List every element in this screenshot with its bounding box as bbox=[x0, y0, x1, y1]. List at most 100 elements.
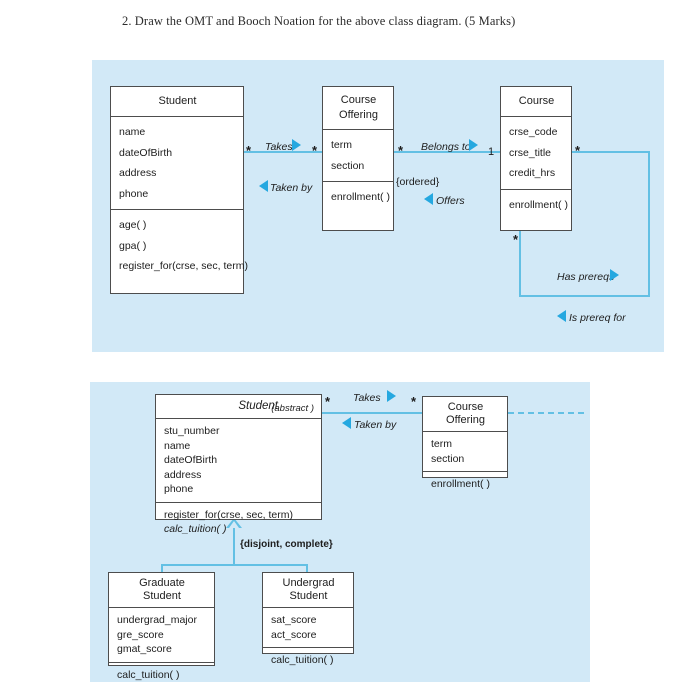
booch-mult-student: * bbox=[325, 394, 331, 409]
omt-class-course[interactable]: Course crse_code crse_title credit_hrs e… bbox=[500, 86, 572, 231]
omt-offering-attributes: term section bbox=[323, 129, 393, 181]
operation-row: gpa( ) bbox=[119, 239, 147, 252]
arrow-right-icon bbox=[292, 139, 301, 151]
omt-label-is-prereq-for: Is prereq for bbox=[569, 312, 626, 324]
omt-class-student[interactable]: Student name dateOfBirth address phone a… bbox=[110, 86, 248, 294]
booch-grad-name-line1: Graduate bbox=[139, 577, 185, 589]
arrow-left-icon bbox=[342, 417, 351, 429]
omt-student-operations: age( ) gpa( ) register_for(crse, sec, te… bbox=[111, 209, 248, 282]
omt-mult-student: * bbox=[246, 143, 252, 158]
arrow-right-icon bbox=[387, 390, 396, 402]
booch-label-taken-by: Taken by bbox=[354, 419, 397, 431]
booch-class-graduate-student[interactable]: Graduate Student undergrad_major gre_sco… bbox=[108, 572, 215, 681]
omt-course-name: Course bbox=[518, 95, 555, 107]
booch-ug-attributes: sat_score act_score bbox=[263, 607, 353, 647]
booch-offering-name-line2: Offering bbox=[446, 414, 485, 426]
omt-label-takes: Takes bbox=[265, 141, 293, 153]
connector-student-offering bbox=[243, 151, 323, 153]
booch-grad-name-line2: Student bbox=[143, 590, 181, 602]
omt-offering-name-line2: Offering bbox=[339, 109, 378, 121]
booch-class-undergrad-student[interactable]: Undergrad Student sat_score act_score ca… bbox=[262, 572, 354, 666]
operation-row: register_for(crse, sec, term) bbox=[164, 508, 293, 521]
operation-row: enrollment( ) bbox=[509, 198, 568, 211]
connector-generalization-bar bbox=[161, 564, 308, 566]
booch-class-course-offering[interactable]: Course Offering term section enrollment(… bbox=[422, 396, 508, 490]
booch-generalization-constraint: {disjoint, complete} bbox=[240, 539, 333, 550]
operation-row: enrollment( ) bbox=[331, 191, 390, 203]
operation-row: register_for(crse, sec, term) bbox=[119, 260, 248, 272]
booch-ug-name-line2: Student bbox=[289, 590, 328, 602]
omt-label-taken-by: Taken by bbox=[270, 182, 313, 194]
booch-mult-offering: * bbox=[411, 394, 417, 409]
booch-ug-name-line1: Undergrad bbox=[282, 577, 335, 589]
attribute-row: address bbox=[119, 167, 157, 179]
connector-booch-student-offering bbox=[322, 412, 422, 414]
operation-row: calc_tuition( ) bbox=[164, 523, 227, 535]
attribute-row: address bbox=[164, 468, 202, 481]
omt-label-belongs-to: Belongs to bbox=[421, 141, 471, 153]
connector-offering-course bbox=[394, 151, 500, 153]
omt-constraint-ordered: {ordered} bbox=[396, 176, 440, 188]
booch-student-attributes: stu_number name dateOfBirth address phon… bbox=[156, 418, 321, 502]
attribute-row: name bbox=[119, 126, 146, 138]
attribute-row: gmat_score bbox=[117, 643, 172, 655]
generalization-triangle-icon bbox=[226, 518, 242, 528]
booch-grad-operations: calc_tuition( ) bbox=[109, 661, 214, 688]
attribute-row: crse_code bbox=[509, 126, 558, 138]
omt-course-operations: enrollment( ) bbox=[501, 188, 571, 221]
connector-booch-dashed bbox=[508, 412, 584, 414]
attribute-row: section bbox=[331, 159, 365, 172]
booch-class-student[interactable]: Student (abstract ) stu_number name date… bbox=[155, 394, 322, 535]
operation-row: enrollment( ) bbox=[431, 478, 490, 490]
operation-row: age( ) bbox=[119, 219, 147, 231]
attribute-row: term bbox=[331, 139, 352, 151]
booch-student-name: Student (abstract ) bbox=[156, 395, 321, 418]
booch-offering-attributes: term section bbox=[423, 431, 507, 471]
attribute-row: undergrad_major bbox=[117, 614, 197, 626]
omt-offering-name: Course Offering bbox=[323, 87, 393, 129]
connector-generalization-stem bbox=[233, 527, 235, 565]
connector-generalization-left bbox=[161, 564, 163, 578]
attribute-row: act_score bbox=[271, 628, 317, 641]
omt-mult-offering-left: * bbox=[312, 143, 318, 158]
arrow-left-icon bbox=[557, 310, 566, 322]
operation-row: calc_tuition( ) bbox=[271, 654, 334, 666]
booch-student-name-text: Student bbox=[238, 400, 278, 412]
omt-offering-name-line1: Course bbox=[340, 94, 377, 106]
operation-row: calc_tuition( ) bbox=[117, 668, 180, 681]
omt-mult-offering-right: * bbox=[398, 143, 404, 158]
booch-offering-name: Course Offering bbox=[423, 397, 507, 431]
attribute-row: name bbox=[164, 439, 191, 452]
omt-course-attributes: crse_code crse_title credit_hrs bbox=[501, 116, 571, 189]
attribute-row: credit_hrs bbox=[509, 167, 556, 179]
booch-grad-name: Graduate Student bbox=[109, 573, 214, 607]
omt-student-name: Student bbox=[158, 95, 197, 107]
omt-offering-operations: enrollment( ) bbox=[323, 181, 393, 213]
connector-course-self-loop bbox=[520, 151, 650, 297]
booch-offering-name-line1: Course bbox=[447, 401, 484, 413]
arrow-right-icon bbox=[469, 139, 478, 151]
booch-ug-operations: calc_tuition( ) bbox=[263, 647, 353, 673]
omt-mult-course-left: 1 bbox=[488, 146, 495, 158]
arrow-right-icon bbox=[610, 269, 619, 281]
attribute-row: crse_title bbox=[509, 146, 552, 159]
omt-mult-course-right: * bbox=[575, 143, 581, 158]
attribute-row: sat_score bbox=[271, 614, 317, 626]
attribute-row: phone bbox=[119, 187, 149, 200]
booch-ug-name: Undergrad Student bbox=[263, 573, 353, 607]
omt-class-course-offering[interactable]: Course Offering term section enrollment(… bbox=[322, 86, 394, 231]
omt-mult-course-bottom: * bbox=[513, 232, 519, 247]
booch-offering-operations: enrollment( ) bbox=[423, 471, 507, 497]
omt-label-has-prereqs: Has prereqs bbox=[557, 271, 615, 283]
attribute-row: dateOfBirth bbox=[119, 146, 173, 159]
booch-student-operations: register_for(crse, sec, term) calc_tuiti… bbox=[156, 501, 321, 542]
arrow-left-icon bbox=[259, 180, 268, 192]
booch-grad-attributes: undergrad_major gre_score gmat_score bbox=[109, 607, 214, 662]
arrow-left-icon bbox=[424, 193, 433, 205]
attribute-row: gre_score bbox=[117, 628, 164, 641]
omt-student-attributes: name dateOfBirth address phone bbox=[111, 116, 243, 209]
attribute-row: phone bbox=[164, 483, 194, 495]
omt-label-offers: Offers bbox=[436, 195, 465, 207]
attribute-row: stu_number bbox=[164, 425, 220, 437]
attribute-row: section bbox=[431, 452, 465, 465]
